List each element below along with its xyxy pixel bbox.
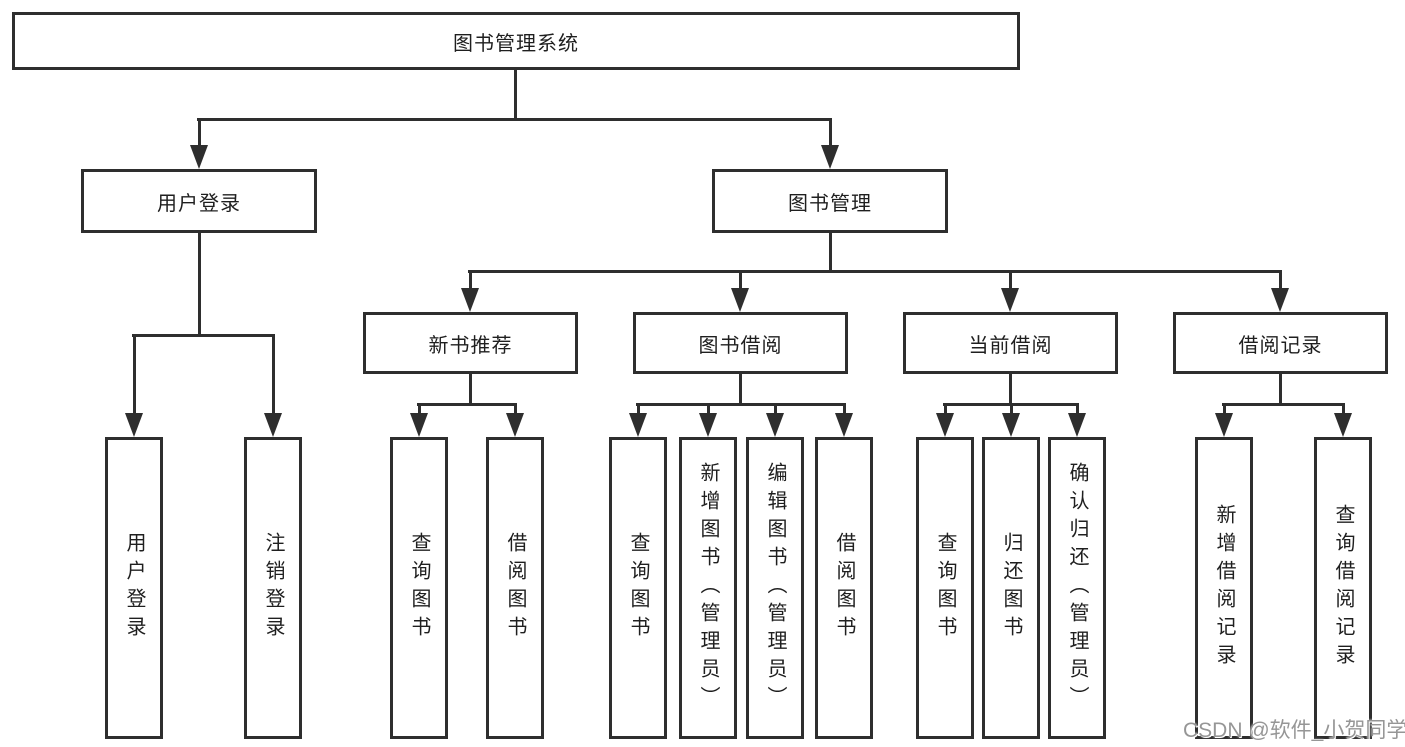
leaf-add-books-admin: 新增图书（管理员） (679, 437, 737, 739)
connector-vline (469, 374, 472, 403)
node-label: 图书管理系统 (453, 32, 579, 55)
connector-vline (739, 270, 742, 288)
leaf-label: 确认归还（管理员） (1066, 462, 1088, 714)
connector-vline (843, 403, 846, 413)
arrow-down-icon (821, 145, 839, 169)
leaf-return-books: 归还图书 (982, 437, 1040, 739)
arrow-down-icon (125, 413, 143, 437)
connector-hline (417, 403, 517, 406)
arrow-down-icon (1215, 413, 1233, 437)
leaf-edit-books-admin: 编辑图书（管理员） (746, 437, 804, 739)
connector-vline (272, 334, 275, 413)
node-book-borrowing: 图书借阅 (633, 312, 848, 374)
leaf-logout-login: 注销登录 (244, 437, 302, 739)
leaf-label: 借阅图书 (833, 532, 855, 644)
connector-hline (132, 334, 274, 337)
arrow-down-icon (506, 413, 524, 437)
leaf-label: 查询借阅记录 (1332, 504, 1354, 672)
leaf-label: 查询图书 (934, 532, 956, 644)
node-label: 新书推荐 (428, 334, 513, 357)
node-label: 当前借阅 (968, 334, 1053, 357)
connector-hline (636, 403, 846, 406)
arrow-down-icon (190, 145, 208, 169)
arrow-down-icon (1271, 288, 1289, 312)
connector-vline (1009, 270, 1012, 288)
leaf-confirm-return-admin: 确认归还（管理员） (1048, 437, 1106, 739)
connector-hline (197, 118, 831, 121)
connector-vline (739, 374, 742, 403)
node-borrowing-records: 借阅记录 (1173, 312, 1388, 374)
arrow-down-icon (1068, 413, 1086, 437)
connector-vline (1279, 270, 1282, 288)
node-current-borrowing: 当前借阅 (903, 312, 1118, 374)
connector-vline (774, 403, 777, 413)
connector-vline (514, 403, 517, 413)
connector-vline (1223, 403, 1226, 413)
node-library-management-system: 图书管理系统 (12, 12, 1020, 70)
node-label: 图书借阅 (698, 334, 783, 357)
connector-vline (944, 403, 947, 413)
connector-hline (468, 270, 1281, 273)
leaf-label: 归还图书 (1000, 532, 1022, 644)
node-label: 用户登录 (157, 192, 241, 215)
arrow-down-icon (731, 288, 749, 312)
node-label: 借阅记录 (1238, 334, 1323, 357)
connector-vline (637, 403, 640, 413)
arrow-down-icon (1001, 288, 1019, 312)
connector-vline (1342, 403, 1345, 413)
connector-vline (514, 70, 517, 118)
connector-vline (418, 403, 421, 413)
arrow-down-icon (1002, 413, 1020, 437)
leaf-query-borrow-record: 查询借阅记录 (1314, 437, 1372, 739)
leaf-label: 编辑图书（管理员） (764, 462, 786, 714)
arrow-down-icon (1334, 413, 1352, 437)
leaf-borrow-books: 借阅图书 (815, 437, 873, 739)
leaf-query-books-current: 查询图书 (916, 437, 974, 739)
leaf-add-borrow-record: 新增借阅记录 (1195, 437, 1253, 739)
leaf-label: 借阅图书 (504, 532, 526, 644)
arrow-down-icon (629, 413, 647, 437)
node-user-login: 用户登录 (81, 169, 317, 233)
connector-vline (829, 233, 832, 270)
connector-vline (198, 118, 201, 145)
csdn-watermark: CSDN @软件_小贺同学 (1183, 719, 1405, 742)
node-label: 图书管理 (788, 192, 872, 215)
connector-vline (707, 403, 710, 413)
connector-vline (198, 233, 201, 334)
connector-vline (1076, 403, 1079, 413)
connector-vline (133, 334, 136, 413)
arrow-down-icon (835, 413, 853, 437)
leaf-user-login: 用户登录 (105, 437, 163, 739)
leaf-label: 用户登录 (123, 532, 145, 644)
node-book-management: 图书管理 (712, 169, 948, 233)
connector-vline (1279, 374, 1282, 403)
leaf-label: 新增图书（管理员） (697, 462, 719, 714)
arrow-down-icon (461, 288, 479, 312)
arrow-down-icon (410, 413, 428, 437)
leaf-query-books-borrowing: 查询图书 (609, 437, 667, 739)
arrow-down-icon (766, 413, 784, 437)
node-new-book-recommend: 新书推荐 (363, 312, 578, 374)
arrow-down-icon (699, 413, 717, 437)
leaf-label: 新增借阅记录 (1213, 504, 1235, 672)
connector-vline (469, 270, 472, 288)
connector-hline (1222, 403, 1345, 406)
arrow-down-icon (264, 413, 282, 437)
leaf-label: 查询图书 (408, 532, 430, 644)
leaf-label: 查询图书 (627, 532, 649, 644)
arrow-down-icon (936, 413, 954, 437)
connector-vline (1009, 374, 1012, 403)
leaf-borrow-books-recommend: 借阅图书 (486, 437, 544, 739)
connector-vline (1010, 403, 1013, 413)
leaf-query-books-recommend: 查询图书 (390, 437, 448, 739)
connector-vline (829, 118, 832, 145)
leaf-label: 注销登录 (262, 532, 284, 644)
